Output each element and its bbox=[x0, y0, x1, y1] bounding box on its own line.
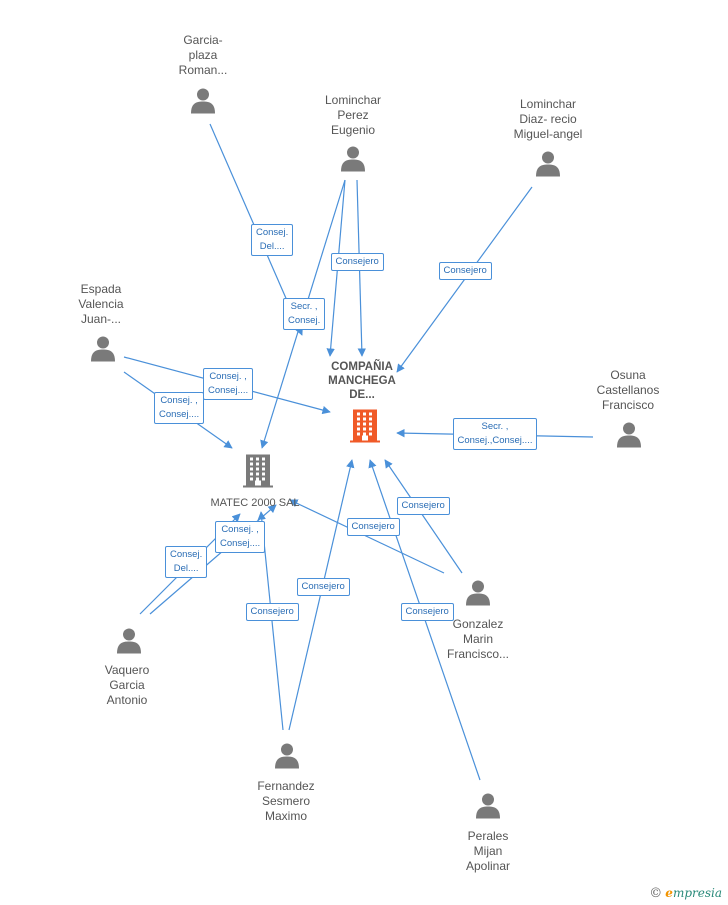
edge-label-text: Secr. , bbox=[290, 301, 318, 312]
company-matec-label-line: MATEC 2000 SAL bbox=[210, 497, 300, 509]
person-label-espada-line: Espada bbox=[80, 282, 122, 296]
person-icon[interactable] bbox=[615, 421, 643, 454]
edges bbox=[123, 123, 594, 781]
edge-label-vaquero-matec-a[interactable]: Consej. , Consej.... bbox=[215, 521, 266, 553]
person-label-garcia-line: Roman... bbox=[178, 63, 228, 77]
person-icon[interactable] bbox=[464, 579, 492, 612]
person-label-lominchar-perez-line: Eugenio bbox=[330, 123, 376, 137]
edge-label-gonzalez-matec[interactable]: Consejero bbox=[346, 518, 400, 536]
edge-label-gonzalez-main[interactable]: Consejero bbox=[396, 497, 450, 515]
person-icon[interactable] bbox=[89, 335, 117, 368]
person-label-espada-line: Valencia bbox=[78, 297, 124, 311]
edge-label-vaquero-matec-b[interactable]: Consej. Del.... bbox=[165, 546, 208, 578]
person-label-osuna-line: Castellanos bbox=[596, 383, 660, 397]
empresia-logo[interactable]: ©empresia bbox=[649, 886, 722, 901]
company-matec-building-icon[interactable] bbox=[243, 454, 273, 493]
person-label-lominchar-diaz-line: Diaz- recio bbox=[519, 112, 577, 126]
person-label-vaquero-line: Vaquero bbox=[104, 663, 150, 677]
copyright-symbol: © bbox=[649, 886, 663, 901]
brand-e: e bbox=[665, 886, 673, 900]
edge-label-perez-main[interactable]: Consejero bbox=[330, 253, 384, 271]
edge-label-diaz-main[interactable]: Consejero bbox=[438, 262, 492, 280]
edge-label-osuna-main[interactable]: Secr. , Consej.,Consej.... bbox=[452, 418, 538, 450]
edge-label-text: Consej.... bbox=[220, 538, 261, 549]
person-label-fernandez-line: Fernandez bbox=[257, 779, 315, 793]
company-main-label[interactable]: COMPAÑIA MANCHEGA DE... bbox=[328, 360, 396, 402]
company-main-building-icon[interactable] bbox=[350, 409, 380, 448]
edge-label-text: Del.... bbox=[259, 241, 285, 252]
company-main-label-line: COMPAÑIA bbox=[331, 361, 393, 373]
edge-label-text: Consej.,Consej.... bbox=[457, 435, 533, 446]
person-label-osuna-line: Osuna bbox=[610, 368, 646, 382]
edge-label-text: Consejero bbox=[335, 256, 379, 267]
person-label-perales-line: Mijan bbox=[473, 844, 503, 858]
edge-label-perez-matec[interactable]: Secr. , Consej. bbox=[283, 298, 326, 330]
person-label-gonzalez-line: Francisco... bbox=[446, 647, 510, 661]
edge-label-text: Consejero bbox=[405, 606, 449, 617]
edge-label-text: Consejero bbox=[443, 265, 487, 276]
person-label-perales-line: Perales bbox=[467, 829, 509, 843]
edge-label-text: Consejero bbox=[351, 521, 395, 532]
person-label-lominchar-perez-line: Perez bbox=[337, 108, 369, 122]
edge-label-text: Consej. , bbox=[160, 395, 198, 406]
company-main-label-line: MANCHEGA bbox=[328, 375, 396, 387]
person-label-osuna-line: Francisco bbox=[601, 398, 655, 412]
edge-label-text: Consej.... bbox=[208, 385, 249, 396]
person-label-gonzalez-line: Gonzalez bbox=[452, 617, 504, 631]
person-label-fernandez-line: Sesmero bbox=[261, 794, 311, 808]
person-label-garcia-line: plaza bbox=[188, 48, 218, 62]
person-icon[interactable] bbox=[534, 150, 562, 183]
person-label-espada-line: Juan-... bbox=[80, 312, 122, 326]
edge-label-fernandez-matec[interactable]: Consejero bbox=[245, 603, 299, 621]
edge-label-espada-main[interactable]: Consej. , Consej.... bbox=[203, 368, 254, 400]
relationship-edge bbox=[384, 459, 463, 574]
person-label-vaquero-line: Antonio bbox=[106, 693, 148, 707]
company-matec-label[interactable]: MATEC 2000 SAL bbox=[210, 496, 299, 510]
edge-label-text: Consej. bbox=[288, 315, 321, 326]
edge-label-garcia-main[interactable]: Consej. Del.... bbox=[251, 224, 294, 256]
edge-label-text: Del.... bbox=[173, 563, 199, 574]
person-label-gonzalez-line: Marin bbox=[462, 632, 494, 646]
brand-name: mpresia bbox=[672, 886, 722, 900]
company-main-label-line: DE... bbox=[349, 389, 375, 401]
person-icon[interactable] bbox=[339, 145, 367, 178]
edge-label-text: Consej. bbox=[170, 549, 203, 560]
edge-label-espada-matec[interactable]: Consej. , Consej.... bbox=[154, 392, 205, 424]
person-icon[interactable] bbox=[115, 627, 143, 660]
edge-label-text: Consej. bbox=[256, 227, 289, 238]
edge-label-fernandez-main[interactable]: Consejero bbox=[296, 578, 350, 596]
person-label-vaquero-line: Garcia bbox=[109, 678, 145, 692]
person-icon[interactable] bbox=[189, 87, 217, 120]
person-label-perales-line: Apolinar bbox=[465, 859, 511, 873]
person-label-fernandez-line: Maximo bbox=[264, 809, 307, 823]
edge-label-text: Consejero bbox=[250, 606, 294, 617]
person-label-lominchar-diaz-line: Lominchar bbox=[519, 97, 577, 111]
edge-label-text: Consej. , bbox=[209, 371, 247, 382]
edge-label-perales-main[interactable]: Consejero bbox=[400, 603, 454, 621]
edge-label-text: Consej.... bbox=[159, 409, 200, 420]
edge-label-text: Consej. , bbox=[221, 524, 259, 535]
edge-label-text: Secr. , bbox=[481, 421, 509, 432]
relationship-edge bbox=[289, 499, 445, 574]
edge-label-text: Consejero bbox=[401, 500, 445, 511]
person-label-garcia-line: Garcia- bbox=[183, 33, 223, 47]
person-label-lominchar-diaz-line: Miguel-angel bbox=[513, 127, 583, 141]
edge-label-text: Consejero bbox=[301, 581, 345, 592]
person-icon[interactable] bbox=[273, 742, 301, 775]
person-icon[interactable] bbox=[474, 792, 502, 825]
person-label-lominchar-perez-line: Lominchar bbox=[324, 93, 382, 107]
